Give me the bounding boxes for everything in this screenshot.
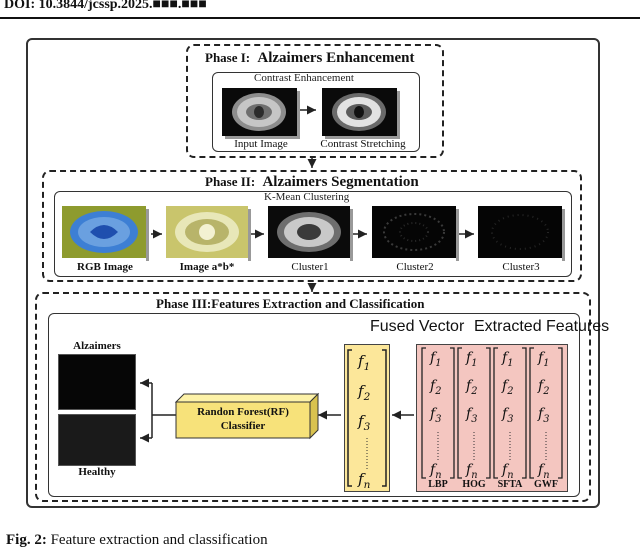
phase2-box: [42, 170, 582, 282]
phase2-title-prefix: Phase II:: [205, 174, 256, 189]
phase2-inner-box: [54, 191, 572, 277]
gwf-fn: fn: [538, 462, 550, 481]
phase1-inner-box: [212, 72, 420, 152]
phase1-title-prefix: Phase I:: [205, 50, 251, 65]
phase1-title: Phase I: Alzaimers Enhancement: [205, 50, 414, 67]
alzaimers-label: Alzaimers: [73, 340, 121, 352]
figure-caption-text: Feature extraction and classification: [46, 532, 268, 548]
cluster2-caption: Cluster2: [396, 261, 434, 273]
extracted-features-box: [416, 344, 568, 492]
fused-vector-box: [344, 344, 390, 492]
phase2-title-main: Alzaimers Segmentation: [262, 174, 419, 190]
fused-f1: f1: [358, 352, 371, 373]
gwf-f3: f3: [538, 406, 550, 425]
fused-f3: f3: [358, 412, 371, 433]
phase1-title-main: Alzaimers Enhancement: [257, 50, 415, 66]
fused-vector-label: Fused Vector: [370, 318, 465, 335]
rgb-image: [62, 206, 149, 261]
figure-caption-number: Fig. 2:: [6, 532, 47, 548]
sfta-f2: f2: [502, 378, 514, 397]
lbp-f3: f3: [430, 406, 442, 425]
lbp-label: LBP: [428, 479, 448, 490]
classifier-line2: Classifier: [220, 420, 266, 432]
fused-fn: fn: [358, 470, 371, 491]
phase1-box: [186, 44, 444, 158]
healthy-label: Healthy: [78, 466, 116, 478]
phase2-title: Phase II: Alzaimers Segmentation: [205, 174, 419, 191]
input-image: [222, 88, 300, 139]
sfta-f3: f3: [502, 406, 514, 425]
phase2-subtitle: K-Mean Clustering: [264, 191, 350, 203]
cluster3-image: [478, 206, 565, 261]
fused-f2: f2: [358, 382, 371, 403]
classifier-line1: Randon Forest(RF): [197, 406, 289, 418]
cluster3-caption: Cluster3: [502, 261, 540, 273]
gwf-f2: f2: [538, 378, 550, 397]
hog-label: HOG: [462, 479, 486, 490]
cluster2-image: [372, 206, 459, 261]
phase3-title: Phase III:Features Extraction and Classi…: [156, 296, 425, 311]
ab-caption: Image a*b*: [179, 261, 235, 273]
figure-caption: Fig. 2: Feature extraction and classific…: [6, 532, 268, 549]
sfta-fn: fn: [502, 462, 514, 481]
header-rule: [0, 17, 640, 19]
stretched-image: [322, 88, 400, 139]
figure-frame: [26, 38, 600, 508]
hog-f3: f3: [466, 406, 478, 425]
hog-f2: f2: [466, 378, 478, 397]
hog-f1: f1: [466, 350, 478, 369]
stretch-image-caption: Contrast Stretching: [320, 138, 406, 150]
input-image-caption: Input Image: [234, 138, 288, 150]
alzaimers-output-image: [58, 354, 136, 410]
cluster1-image: [268, 206, 353, 261]
gwf-label: GWF: [534, 479, 558, 490]
phase3-inner-box: [48, 313, 580, 497]
rgb-caption: RGB Image: [77, 261, 133, 273]
hog-fn: fn: [466, 462, 478, 481]
doi-text: DOI: 10.3844/jcssp.2025.■■■.■■■: [4, 0, 207, 12]
cluster1-caption: Cluster1: [291, 261, 329, 273]
ab-image: [166, 206, 251, 261]
page-header: DOI: 10.3844/jcssp.2025.■■■.■■■: [0, 0, 640, 20]
gwf-f1: f1: [538, 350, 550, 369]
healthy-output-image: [58, 414, 136, 466]
phase1-subtitle: Contrast Enhancement: [254, 72, 354, 84]
lbp-f1: f1: [430, 350, 442, 369]
lbp-fn: fn: [430, 462, 442, 481]
sfta-f1: f1: [502, 350, 514, 369]
phase3-box: [35, 292, 591, 502]
lbp-f2: f2: [430, 378, 442, 397]
sfta-label: SFTA: [497, 479, 523, 490]
extracted-features-label: Extracted Features: [474, 318, 610, 335]
